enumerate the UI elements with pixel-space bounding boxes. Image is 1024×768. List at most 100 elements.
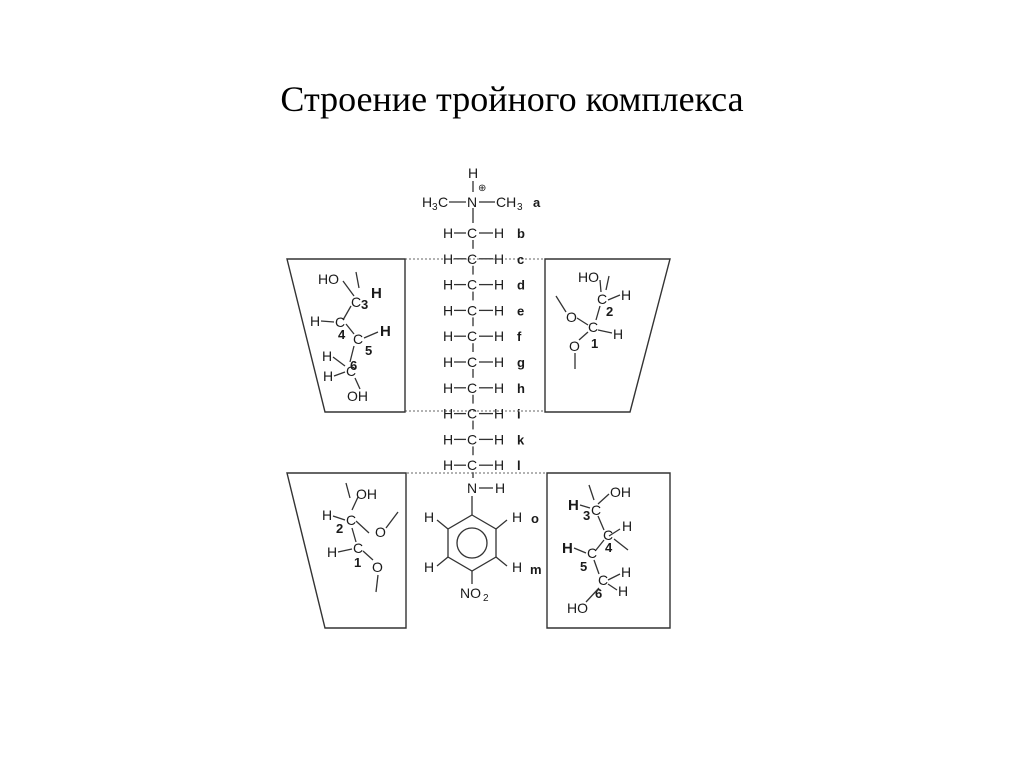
atom-h5: H (562, 540, 573, 557)
atom-h-right: H (494, 354, 504, 370)
atom-h-top: H (468, 165, 478, 181)
subscript-3-right: 3 (517, 202, 523, 213)
atom-c: C (467, 302, 477, 318)
atom-c: C (467, 380, 477, 396)
number-6: 6 (350, 358, 357, 373)
atom-h-left: H (443, 354, 453, 370)
atom-c2: C (346, 512, 356, 528)
subscript-3-left: 3 (432, 202, 438, 213)
position-label-a: a (533, 195, 541, 210)
atom-h-right: H (494, 457, 504, 473)
atom-h-right: H (494, 406, 504, 422)
atom-h1: H (327, 544, 337, 560)
label-oh: OH (356, 486, 377, 502)
box-frame-top-left (286, 258, 406, 413)
nitrophenyl-ring: H H H H o m NO 2 (424, 496, 542, 604)
atom-h-right: H (494, 225, 504, 241)
atom-h-left: H (443, 251, 453, 267)
atom-h-left: H (443, 380, 453, 396)
atom-c4: C (335, 314, 345, 330)
position-label-l: l (517, 458, 521, 473)
number-1: 1 (354, 555, 361, 570)
atom-h6a: H (322, 348, 332, 364)
atom-h-ring-1: H (424, 509, 434, 525)
atom-h-left: H (443, 302, 453, 318)
number-3: 3 (583, 508, 590, 523)
atom-n-amine: N (467, 480, 477, 496)
atom-c: C (467, 225, 477, 241)
atom-o1: O (566, 309, 577, 325)
atom-h-right: H (494, 251, 504, 267)
subscript-2-nitro: 2 (483, 593, 489, 604)
atom-h-right: H (494, 380, 504, 396)
position-label-c: c (517, 252, 524, 267)
atom-h-left: H (443, 277, 453, 293)
atom-c2: C (597, 291, 607, 307)
atom-h-right: H (494, 277, 504, 293)
position-label-o: o (531, 511, 539, 526)
atom-h1: H (613, 326, 623, 342)
position-label-m: m (530, 562, 542, 577)
atom-o1: O (375, 524, 386, 540)
atom-h2: H (621, 287, 631, 303)
label-oh: OH (347, 388, 368, 404)
atom-h3: H (371, 285, 382, 302)
atom-h5: H (380, 323, 391, 340)
atom-c: C (467, 328, 477, 344)
atom-h-ring-4: H (512, 559, 522, 575)
atom-c1: C (353, 540, 363, 556)
atom-h4: H (622, 518, 632, 534)
atom-h-left: H (443, 457, 453, 473)
number-3: 3 (361, 297, 368, 312)
slide-title: Строение тройного комплекса (280, 79, 744, 119)
atom-c: C (467, 277, 477, 293)
atom-c: C (467, 354, 477, 370)
position-label-d: d (517, 278, 525, 293)
label-ho: HO (567, 600, 588, 616)
atom-c1: C (588, 319, 598, 335)
trimethylammonium-head: H ⊕ H 3 C N CH 3 a (422, 165, 541, 213)
atom-c: C (467, 251, 477, 267)
atom-c3: C (591, 502, 601, 518)
atom-h3: H (568, 497, 579, 514)
atom-ch-methyl-right: CH (496, 194, 516, 210)
atom-h6b: H (618, 583, 628, 599)
atom-h4: H (310, 313, 320, 329)
atom-h-left: H (443, 328, 453, 344)
atom-h-left: H (443, 431, 453, 447)
atom-h-right: H (494, 328, 504, 344)
amine-group: N H (467, 480, 505, 496)
atom-h-amine: H (495, 480, 505, 496)
number-5: 5 (580, 559, 587, 574)
aromatic-circle (456, 527, 488, 559)
atom-c3: C (351, 294, 361, 310)
atom-c5: C (587, 545, 597, 561)
glucose-unit-bottom-right: OH H C 3 H C 4 H C 5 C H H 6 HO (546, 472, 671, 629)
atom-c4: C (603, 527, 613, 543)
box-frame-top-right (544, 258, 671, 413)
position-label-e: e (517, 303, 524, 318)
atom-c6: C (346, 363, 356, 379)
atom-o2: O (569, 338, 580, 354)
glucose-unit-bottom-left: OH H C 2 O H C 1 O (286, 472, 407, 629)
number-2: 2 (336, 521, 343, 536)
atom-h-methyl-left: H (422, 194, 432, 210)
atom-c: C (467, 406, 477, 422)
atom-c-methyl-left: C (438, 194, 448, 210)
atom-c5: C (353, 331, 363, 347)
position-label-f: f (517, 329, 522, 344)
label-ho: HO (318, 271, 339, 287)
atom-h2: H (322, 507, 332, 523)
number-4: 4 (338, 327, 346, 342)
